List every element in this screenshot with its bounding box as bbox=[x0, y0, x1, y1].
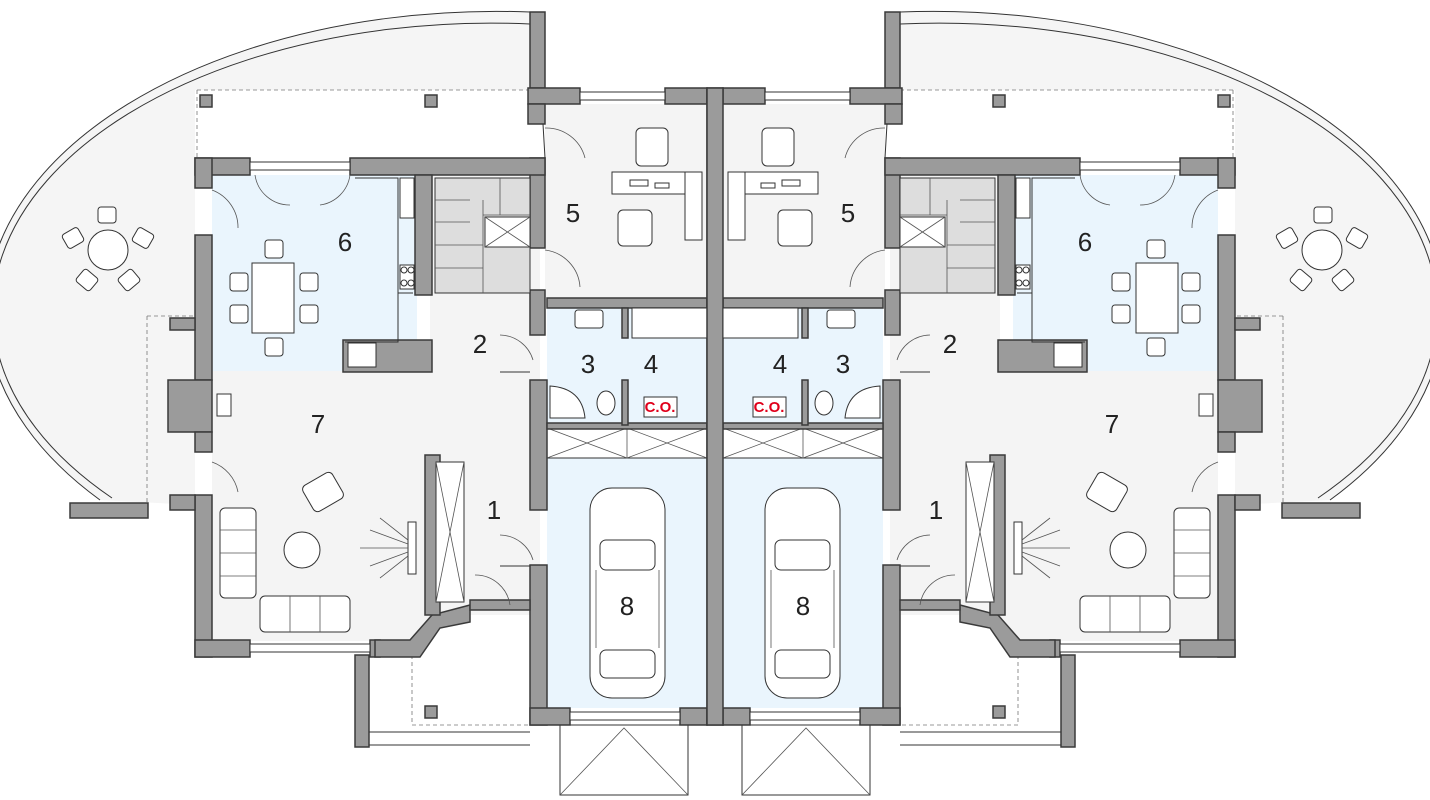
room-7-label: 7 bbox=[311, 409, 325, 439]
room-5-label: 5 bbox=[841, 198, 855, 228]
room-2-label: 2 bbox=[473, 329, 487, 359]
room-4-label: 4 bbox=[644, 349, 658, 379]
room-6-label: 6 bbox=[338, 227, 352, 257]
room-8-label: 8 bbox=[620, 591, 634, 621]
room-2-label: 2 bbox=[943, 329, 957, 359]
left-unit bbox=[0, 10, 724, 796]
boiler-label: C.O. bbox=[645, 399, 676, 416]
room-1-label: 1 bbox=[929, 495, 943, 525]
room-7-label: 7 bbox=[1105, 409, 1119, 439]
room-1-label: 1 bbox=[487, 495, 501, 525]
boiler-label: C.O. bbox=[754, 399, 785, 416]
room-3-label: 3 bbox=[581, 349, 595, 379]
room-4-label: 4 bbox=[773, 349, 787, 379]
room-6-label: 6 bbox=[1078, 227, 1092, 257]
right-unit bbox=[706, 10, 1430, 796]
room-5-label: 5 bbox=[566, 198, 580, 228]
room-3-label: 3 bbox=[836, 349, 850, 379]
room-8-label: 8 bbox=[796, 591, 810, 621]
